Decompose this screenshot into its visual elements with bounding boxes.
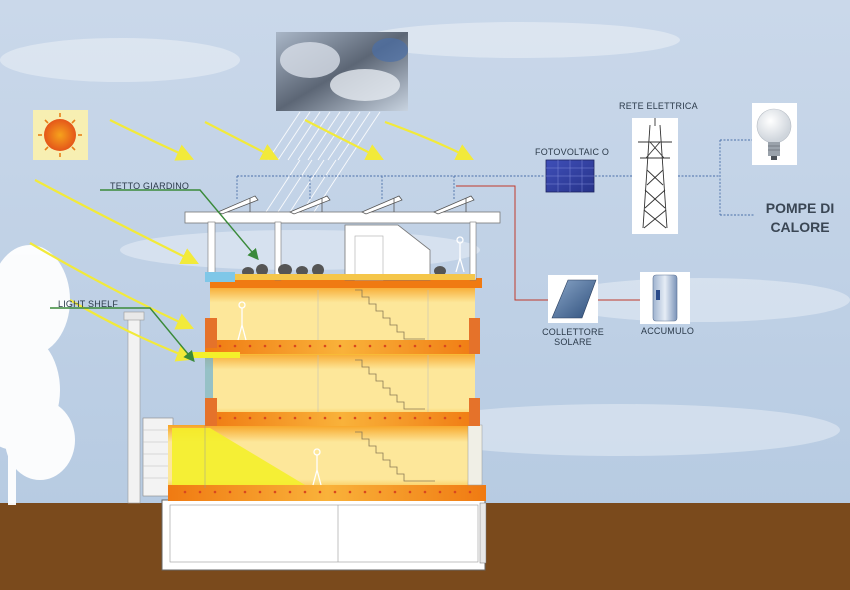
label-accumulo: ACCUMULO [641, 326, 695, 336]
rooftop-pv-panels [217, 195, 475, 215]
label-collettore-line2: SOLARE [554, 337, 592, 347]
label-pompe-line1: POMPE DI [765, 200, 835, 216]
solar-collector-icon [548, 275, 598, 323]
building-second-floor [205, 278, 482, 355]
light-shelf [190, 352, 240, 398]
label-pompe-line2: CALORE [770, 219, 830, 235]
power-pylon-icon [632, 118, 678, 234]
label-fotovoltaico: FOTOVOLTAIC O [535, 147, 610, 157]
building-ground-floor [142, 417, 486, 501]
label-pompe-di-calore: POMPE DI CALORE [752, 199, 848, 237]
sky-clouds [0, 22, 850, 456]
label-rete-elettrica: RETE ELETTRICA [619, 101, 698, 111]
sun-icon [33, 110, 88, 160]
label-collettore-line1: COLLETTORE [542, 327, 604, 337]
staircases [355, 289, 435, 482]
people-silhouettes [237, 236, 465, 486]
label-collettore-solare: COLLETTORE SOLARE [537, 327, 609, 347]
thermal-pipes [456, 185, 640, 301]
building-basement [161, 499, 487, 571]
photovoltaic-panel-icon [545, 159, 595, 193]
diffuse-light-lines [263, 111, 381, 216]
label-leaders [50, 189, 259, 363]
building-first-floor [205, 352, 480, 426]
tree-icon [0, 245, 75, 505]
label-light-shelf: LIGHT SHELF [58, 299, 119, 309]
radiant-floor-markers [183, 344, 472, 494]
cloud-photo [276, 32, 408, 111]
label-tetto-giardino: TETTO GIARDINO [110, 181, 190, 191]
roof-structure [184, 211, 501, 282]
chimney [127, 317, 141, 504]
storage-tank-icon [640, 272, 690, 324]
light-bulb-icon [752, 103, 797, 165]
